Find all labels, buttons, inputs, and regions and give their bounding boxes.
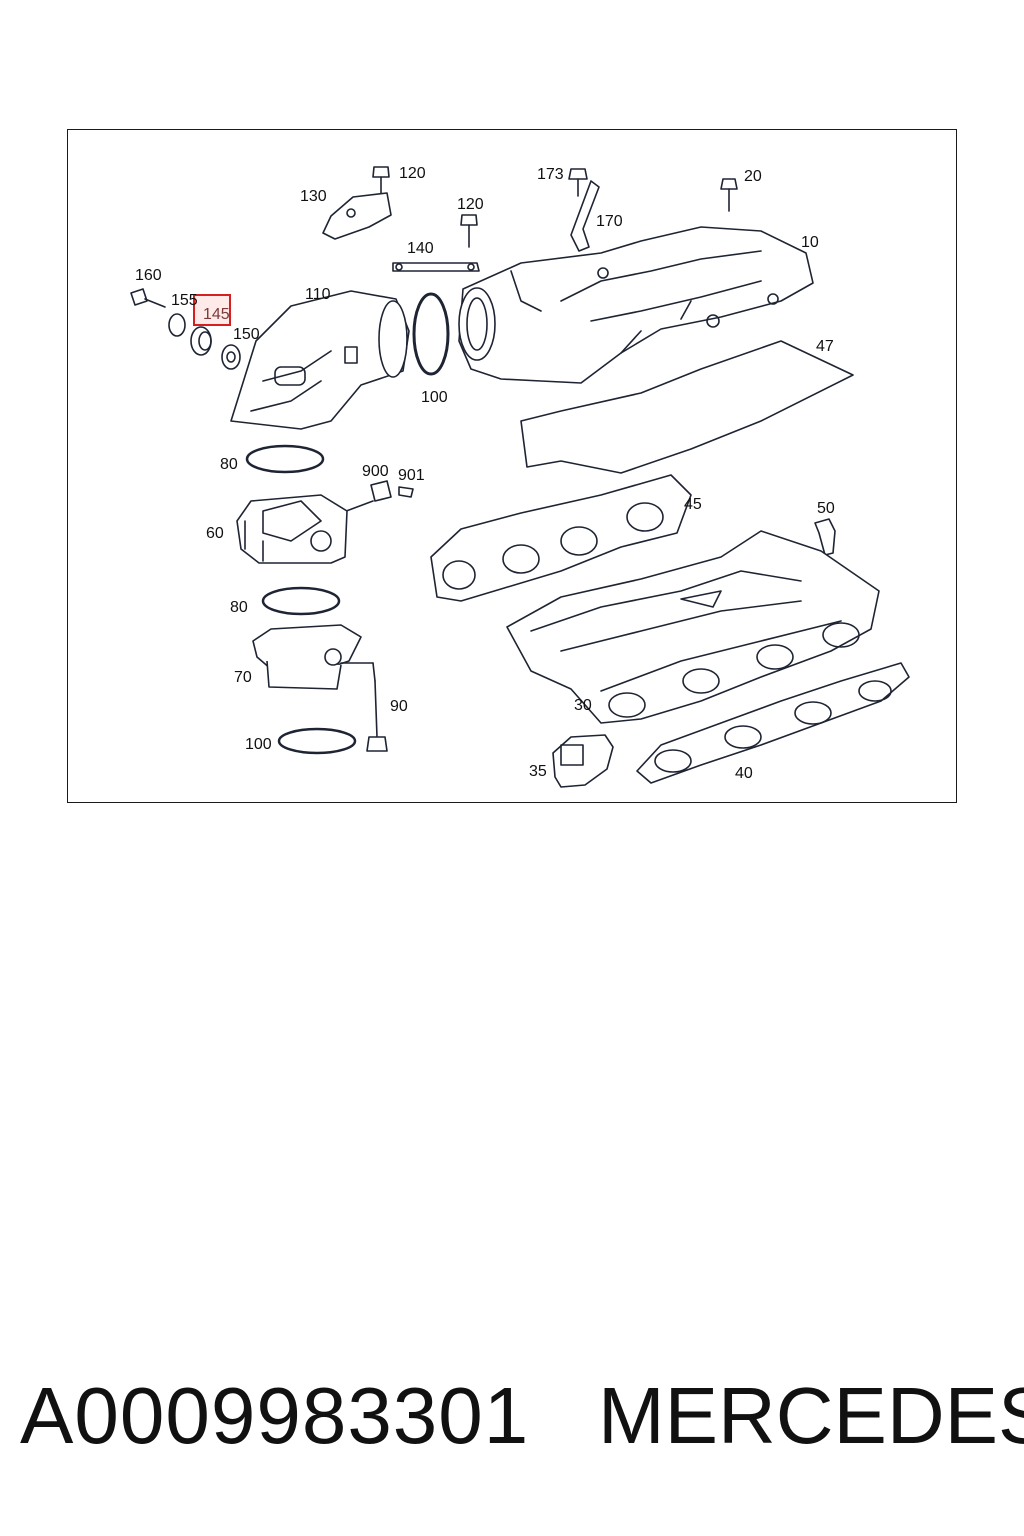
- label-170: 170: [596, 213, 623, 230]
- label-35: 35: [529, 763, 547, 780]
- part-145-grommet: [190, 326, 212, 356]
- parts-diagram: 10 20 173 170 120 120 130 140 110 160 15…: [130, 165, 910, 788]
- part-47-gasket: [520, 340, 854, 474]
- part-10-upper-manifold: [458, 226, 814, 384]
- part-140-strap: [392, 262, 480, 272]
- footer: A0009983301 MERCEDES: [0, 1370, 1024, 1470]
- part-70-flange: [252, 624, 362, 690]
- label-40: 40: [735, 765, 753, 782]
- part-170-bracket: [570, 180, 600, 252]
- part-130-bracket: [322, 192, 392, 240]
- part-40-gasket: [636, 662, 910, 784]
- part-35-actuator: [552, 734, 614, 788]
- part-100-oring-lower: [277, 727, 357, 755]
- label-145: 145: [203, 306, 230, 323]
- part-80-oring-upper: [245, 444, 325, 474]
- label-155: 155: [171, 292, 198, 309]
- part-60-throttle-body: [236, 494, 348, 564]
- label-10: 10: [801, 234, 819, 251]
- highlight-box-145: [193, 294, 231, 326]
- label-900: 900: [362, 463, 389, 480]
- part-20-bolt: [720, 178, 738, 212]
- part-173-bolt: [568, 168, 588, 197]
- part-90-bolt: [366, 680, 388, 752]
- brand-text: MERCEDES: [598, 1371, 1024, 1460]
- label-60: 60: [206, 525, 224, 542]
- part-80-oring-lower: [261, 586, 341, 616]
- label-100b: 100: [245, 736, 272, 753]
- label-173: 173: [537, 166, 564, 183]
- label-140: 140: [407, 240, 434, 257]
- part-160-bolt: [130, 288, 166, 308]
- label-70: 70: [234, 669, 252, 686]
- label-30: 30: [574, 697, 592, 714]
- label-90: 90: [390, 698, 408, 715]
- part-155-washer: [168, 313, 186, 337]
- label-45: 45: [684, 496, 702, 513]
- label-901: 901: [398, 467, 425, 484]
- label-160: 160: [135, 267, 162, 284]
- part-50-sensor: [814, 518, 836, 556]
- label-110: 110: [305, 286, 331, 303]
- part-120-bolt-b: [460, 214, 478, 248]
- label-130: 130: [300, 188, 327, 205]
- label-120a: 120: [399, 165, 426, 182]
- part-30-lower-manifold: [506, 530, 880, 724]
- label-120b: 120: [457, 196, 484, 213]
- label-150: 150: [233, 326, 260, 343]
- part-900-sensor: [370, 480, 392, 502]
- part-number-text: A0009983301: [20, 1371, 530, 1460]
- label-47: 47: [816, 338, 834, 355]
- label-100a: 100: [421, 389, 448, 406]
- part-150-washer: [221, 344, 241, 370]
- label-20: 20: [744, 168, 762, 185]
- label-80a: 80: [220, 456, 238, 473]
- part-901-plug: [398, 486, 414, 498]
- part-45-gasket: [430, 474, 692, 602]
- label-80b: 80: [230, 599, 248, 616]
- part-100-oring-upper: [412, 292, 450, 376]
- label-50: 50: [817, 500, 835, 517]
- part-110-intake-pipe: [230, 290, 410, 430]
- diagram-frame: 10 20 173 170 120 120 130 140 110 160 15…: [67, 129, 957, 803]
